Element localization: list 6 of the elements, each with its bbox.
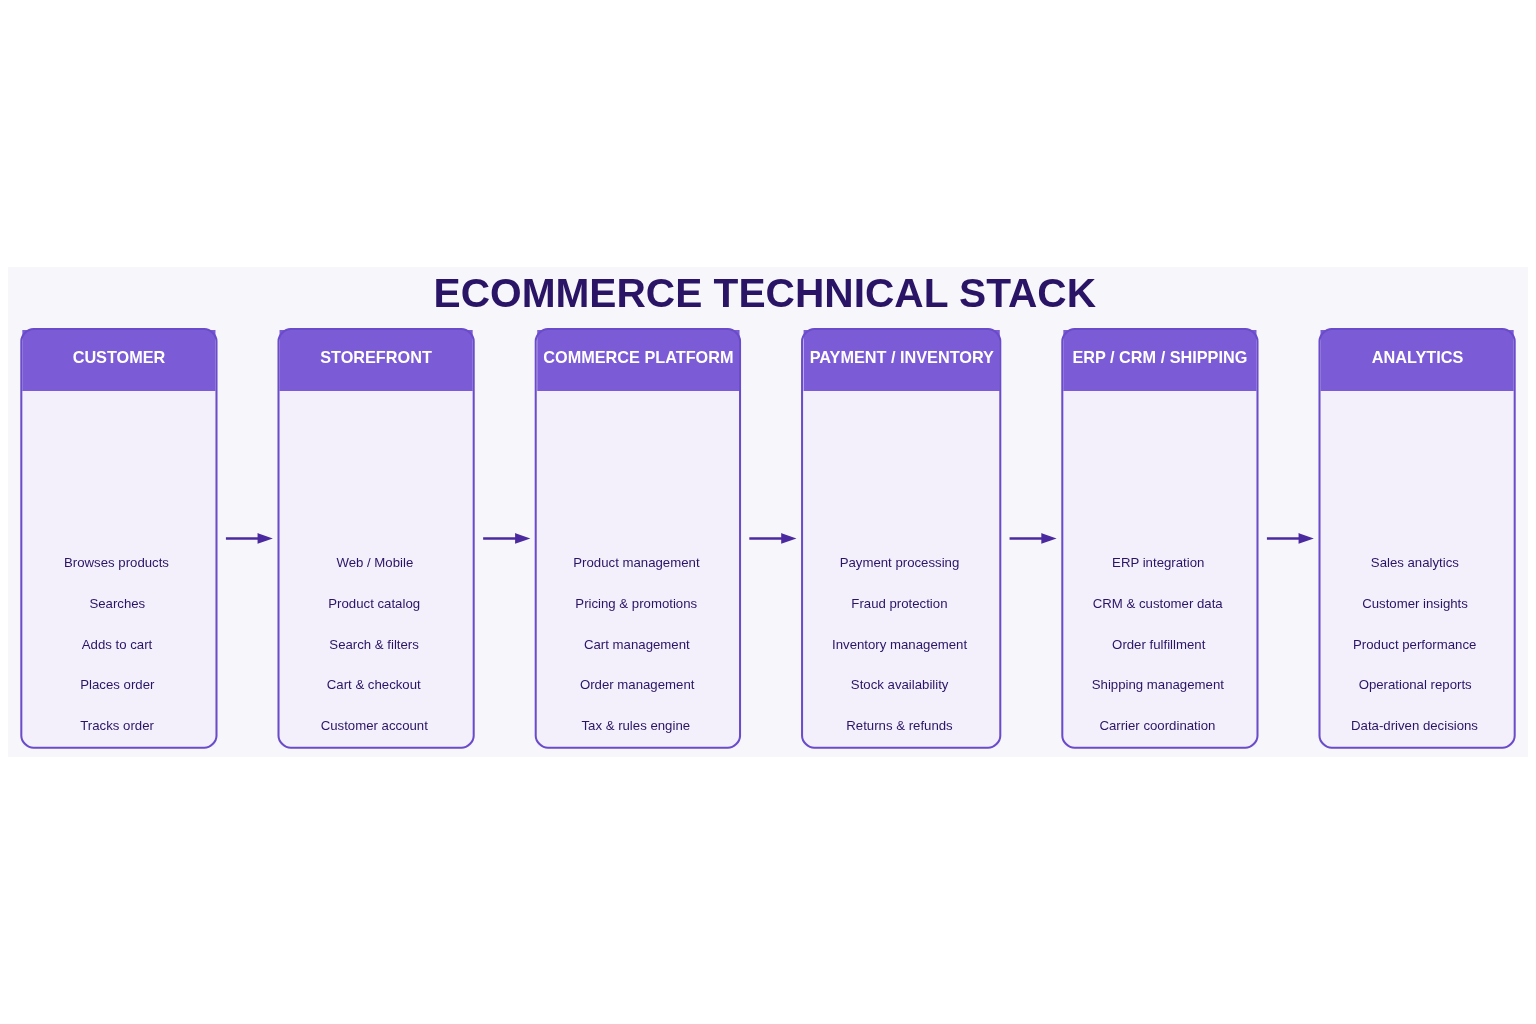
diagram-title: ECOMMERCE TECHNICAL STACK <box>433 269 1097 316</box>
arrow <box>483 533 531 544</box>
arrow <box>1266 533 1314 544</box>
arrow <box>225 533 273 544</box>
arrow <box>1009 533 1057 544</box>
arrow <box>749 533 797 544</box>
